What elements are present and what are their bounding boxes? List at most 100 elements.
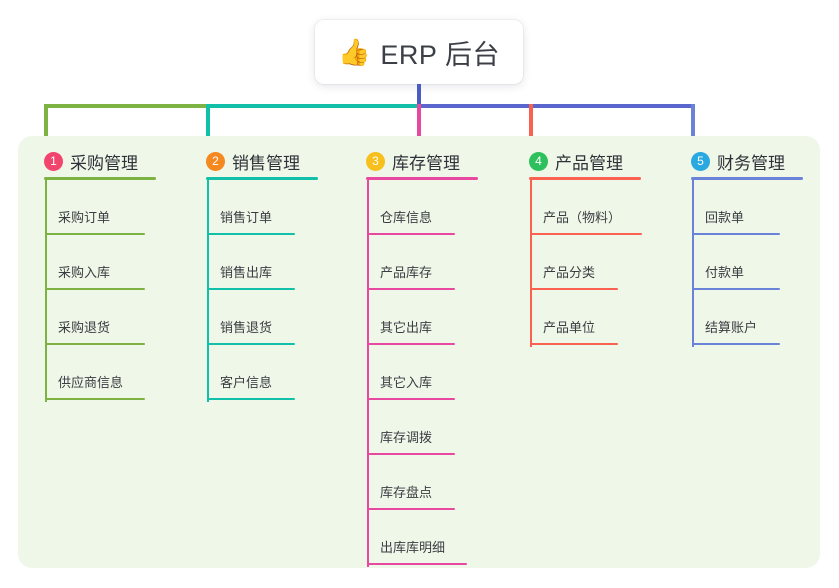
leaf-rule: [207, 343, 295, 345]
branch-rule-1: [44, 177, 156, 180]
thumbs-up-icon: 👍: [338, 37, 371, 67]
branch-rule-5: [691, 177, 803, 180]
leaf-rule: [45, 398, 145, 400]
branch-column-4: 4 产品管理 产品（物料） 产品分类 产品单位: [529, 146, 642, 347]
branch-items-3: 仓库信息 产品库存 其它出库 其它入库 库存调拨 库存盘点: [366, 180, 467, 565]
leaf-node[interactable]: 采购入库: [44, 235, 145, 290]
leaf-rule: [45, 233, 145, 235]
leaf-node[interactable]: 其它出库: [366, 290, 455, 345]
leaf-node[interactable]: 销售退货: [206, 290, 295, 345]
leaf-label: 库存盘点: [380, 485, 433, 500]
leaf-rule: [530, 343, 618, 345]
branch-column-3: 3 库存管理 仓库信息 产品库存 其它出库 其它入库 库存调拨: [366, 146, 478, 567]
leaf-node[interactable]: 出库库明细: [366, 510, 467, 565]
leaf-rule: [530, 233, 642, 235]
branch-badge-2: 2: [206, 151, 225, 171]
leaf-label: 供应商信息: [58, 375, 124, 390]
leaf-label: 产品分类: [543, 265, 596, 280]
leaf-rule: [692, 343, 780, 345]
leaf-label: 销售退货: [220, 320, 273, 335]
leaf-node[interactable]: 其它入库: [366, 345, 455, 400]
leaf-label: 销售出库: [220, 265, 273, 280]
leaf-rule: [692, 288, 780, 290]
leaf-label: 结算账户: [705, 320, 758, 335]
branch-items-2: 销售订单 销售出库 销售退货 客户信息: [206, 180, 295, 400]
leaf-node[interactable]: 供应商信息: [44, 345, 145, 400]
branch-header-3[interactable]: 3 库存管理: [366, 146, 460, 176]
branch-spine-5: [692, 180, 694, 347]
leaf-rule: [367, 398, 455, 400]
branch-badge-1: 1: [44, 151, 63, 171]
branch-spine-3: [367, 180, 369, 567]
leaf-rule: [530, 288, 618, 290]
branch-items-4: 产品（物料） 产品分类 产品单位: [529, 180, 642, 345]
leaf-label: 采购订单: [58, 210, 111, 225]
branch-header-4[interactable]: 4 产品管理: [529, 146, 623, 176]
leaf-label: 其它入库: [380, 375, 433, 390]
leaf-node[interactable]: 产品（物料）: [529, 180, 642, 235]
leaf-node[interactable]: 销售订单: [206, 180, 295, 235]
leaf-label: 产品库存: [380, 265, 433, 280]
branch-rule-2: [206, 177, 318, 180]
leaf-rule: [367, 288, 455, 290]
branch-badge-4: 4: [529, 151, 548, 171]
leaf-node[interactable]: 仓库信息: [366, 180, 455, 235]
leaf-node[interactable]: 付款单: [691, 235, 780, 290]
branch-rule-4: [529, 177, 641, 180]
leaf-node[interactable]: 回款单: [691, 180, 780, 235]
branch-header-5[interactable]: 5 财务管理: [691, 146, 785, 176]
leaf-label: 其它出库: [380, 320, 433, 335]
leaf-label: 销售订单: [220, 210, 273, 225]
branch-spine-2: [207, 180, 209, 402]
leaf-node[interactable]: 产品单位: [529, 290, 618, 345]
leaf-rule: [367, 453, 455, 455]
leaf-rule: [367, 233, 455, 235]
branch-title-2: 销售管理: [232, 153, 300, 173]
branch-title-5: 财务管理: [717, 153, 785, 173]
leaf-rule: [45, 343, 145, 345]
branch-spine-1: [45, 180, 47, 402]
branch-items-5: 回款单 付款单 结算账户: [691, 180, 780, 345]
branch-header-1[interactable]: 1 采购管理: [44, 146, 138, 176]
leaf-label: 客户信息: [220, 375, 273, 390]
content-panel: [18, 136, 820, 568]
leaf-label: 仓库信息: [380, 210, 433, 225]
branch-column-2: 2 销售管理 销售订单 销售出库 销售退货 客户信息: [206, 146, 318, 402]
leaf-label: 采购退货: [58, 320, 111, 335]
leaf-node[interactable]: 产品库存: [366, 235, 455, 290]
branch-header-2[interactable]: 2 销售管理: [206, 146, 300, 176]
root-title: ERP 后台: [380, 39, 500, 70]
leaf-label: 产品（物料）: [543, 210, 622, 225]
leaf-label: 库存调拨: [380, 430, 433, 445]
branch-badge-3: 3: [366, 151, 385, 171]
leaf-node[interactable]: 采购退货: [44, 290, 145, 345]
branch-column-1: 1 采购管理 采购订单 采购入库 采购退货 供应商信息: [44, 146, 156, 402]
leaf-rule: [45, 288, 145, 290]
branch-title-3: 库存管理: [392, 153, 460, 173]
leaf-label: 采购入库: [58, 265, 111, 280]
branch-column-5: 5 财务管理 回款单 付款单 结算账户: [691, 146, 803, 347]
leaf-rule: [207, 233, 295, 235]
leaf-node[interactable]: 销售出库: [206, 235, 295, 290]
leaf-rule: [207, 288, 295, 290]
root-node[interactable]: 👍 ERP 后台: [315, 20, 523, 84]
branch-rule-3: [366, 177, 478, 180]
leaf-node[interactable]: 采购订单: [44, 180, 145, 235]
leaf-label: 出库库明细: [380, 540, 446, 555]
leaf-node[interactable]: 客户信息: [206, 345, 295, 400]
leaf-node[interactable]: 库存调拨: [366, 400, 455, 455]
leaf-rule: [692, 233, 780, 235]
leaf-label: 回款单: [705, 210, 745, 225]
branch-badge-5: 5: [691, 151, 710, 171]
leaf-label: 产品单位: [543, 320, 596, 335]
branch-items-1: 采购订单 采购入库 采购退货 供应商信息: [44, 180, 145, 400]
branch-title-1: 采购管理: [70, 153, 138, 173]
leaf-rule: [367, 508, 455, 510]
leaf-node[interactable]: 库存盘点: [366, 455, 455, 510]
leaf-node[interactable]: 结算账户: [691, 290, 780, 345]
leaf-node[interactable]: 产品分类: [529, 235, 618, 290]
branch-spine-4: [530, 180, 532, 347]
leaf-rule: [367, 343, 455, 345]
